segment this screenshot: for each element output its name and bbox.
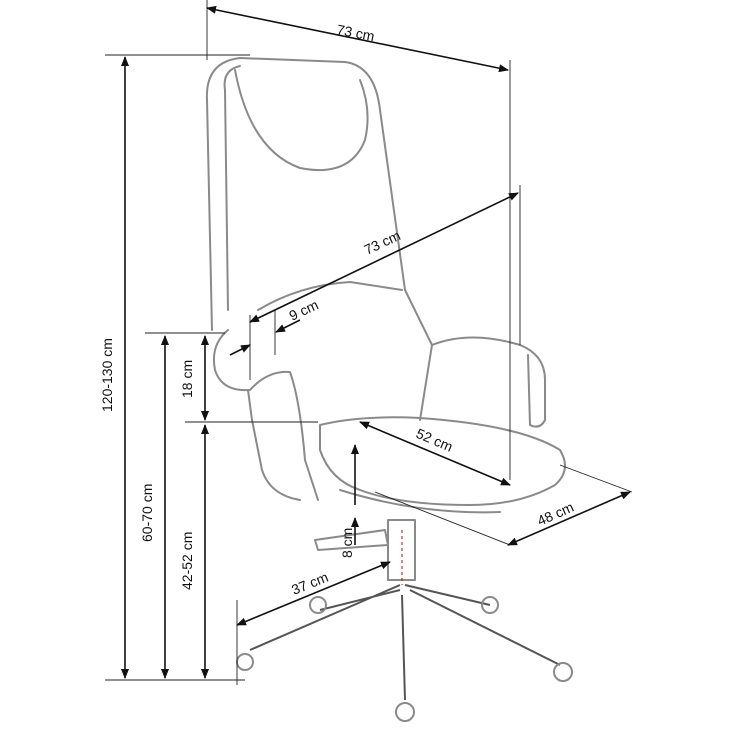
armrest-width-label: 9 cm xyxy=(287,296,321,323)
depth-arrow xyxy=(249,192,519,323)
dimension-arrows xyxy=(121,5,631,679)
total-height-label: 120-130 cm xyxy=(99,338,115,412)
overall-width-arrow xyxy=(206,5,509,73)
armrest-left xyxy=(212,329,319,501)
overall-width-label: 73 cm xyxy=(335,21,375,44)
seat-width-arrow xyxy=(507,491,631,546)
armrest-right xyxy=(431,336,546,428)
backrest-panel xyxy=(257,281,403,311)
back-shell xyxy=(223,65,241,311)
dimension-labels: 73 cm 73 cm 9 cm 18 cm 52 cm 48 cm 8 cm … xyxy=(99,21,576,598)
caster xyxy=(481,596,499,614)
caster xyxy=(553,662,573,682)
seat-adjust-label: 8 cm xyxy=(339,528,355,558)
gas-lift xyxy=(387,519,416,581)
chair-illustration xyxy=(205,57,573,722)
seat-depth-label: 52 cm xyxy=(414,425,455,455)
caster xyxy=(395,702,415,722)
caster xyxy=(309,596,327,614)
seat-depth-arrow xyxy=(359,421,511,486)
caster xyxy=(236,653,254,671)
armrest-inner xyxy=(247,389,301,501)
tilt-lever xyxy=(314,529,389,551)
seat xyxy=(319,416,566,506)
armrest-floor-height-label: 60-70 cm xyxy=(139,484,155,542)
seat-height-label: 42-52 cm xyxy=(179,532,195,590)
armrest-height-label: 18 cm xyxy=(179,360,195,398)
armrest-width-arrow-left xyxy=(229,344,251,356)
depth-label: 73 cm xyxy=(362,227,403,258)
base-radius-arrow xyxy=(236,561,391,626)
seat-underside xyxy=(339,489,501,514)
base-radius-label: 37 cm xyxy=(289,569,330,598)
star-base xyxy=(249,584,561,701)
armrest-width-arrow-right xyxy=(275,319,301,333)
headrest xyxy=(234,69,369,172)
